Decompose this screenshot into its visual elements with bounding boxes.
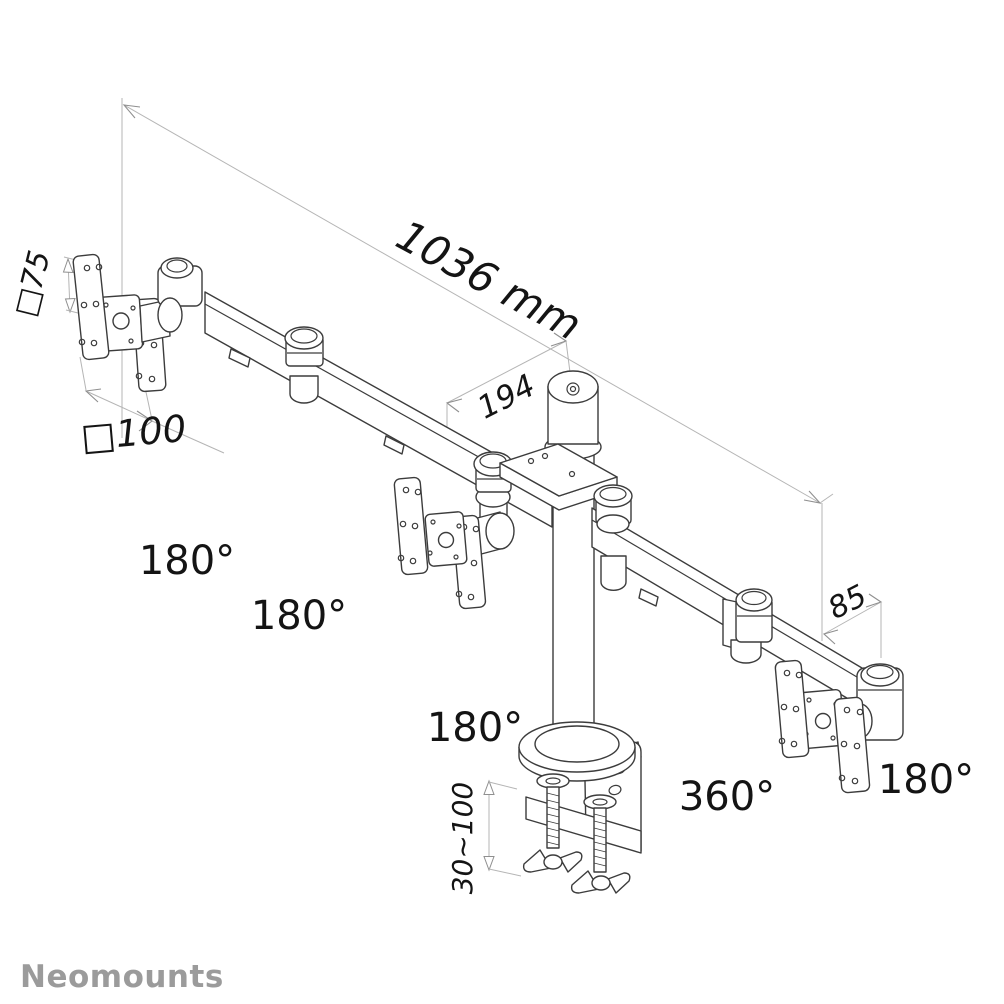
joint-stub <box>289 375 319 404</box>
dimension-line-arm-extension <box>823 601 882 635</box>
rotation-label-right: 180° <box>878 757 974 803</box>
bracket-hole <box>437 531 455 549</box>
cable-clip <box>638 588 659 607</box>
arrowhead <box>483 779 495 795</box>
left-end-joint <box>157 257 203 333</box>
dim-label-pole-offset: 194 <box>472 368 541 427</box>
arrowhead <box>84 388 102 403</box>
arrow-tick <box>819 493 834 504</box>
dimension-line-pole-offset <box>446 340 567 404</box>
vesa-plate <box>774 659 810 759</box>
left-vesa-mount <box>96 294 171 393</box>
screw-threads <box>593 813 607 867</box>
desk-clamp <box>518 721 642 894</box>
dimension-line-total-width <box>123 104 821 504</box>
cable-clip <box>228 348 251 368</box>
joint-ring <box>596 514 630 534</box>
brand-logo: Neomounts <box>20 959 224 995</box>
joint-cap-inner <box>866 664 894 680</box>
vesa-plate <box>72 253 110 361</box>
dim-label-vesa75: □75 <box>8 247 58 320</box>
joint-cap-inner <box>741 590 767 606</box>
wing-knob-hub <box>543 854 563 870</box>
arrowhead <box>483 856 495 872</box>
vesa-holes <box>397 486 422 565</box>
dim-label-vesa100: □100 <box>79 407 188 459</box>
dimension-lines <box>62 98 883 877</box>
swivel-joint-left <box>284 326 324 404</box>
arrowhead <box>822 629 839 645</box>
screw-washer-inner <box>592 798 608 806</box>
vesa-holes <box>838 706 864 785</box>
screw-shaft <box>546 786 560 849</box>
arrowhead <box>64 297 76 314</box>
arrowhead <box>445 398 463 413</box>
vesa-holes <box>778 669 803 748</box>
joint-stub <box>730 639 762 664</box>
wing-knob-hub <box>591 875 611 891</box>
arrowhead <box>62 257 74 274</box>
cable-clip <box>383 435 405 455</box>
extension-ticks <box>488 781 522 877</box>
screw-washer-inner <box>545 777 561 785</box>
joint-cap <box>284 326 324 350</box>
base-disc-inner <box>534 725 620 763</box>
screw-washer <box>536 773 570 789</box>
extension-lines <box>79 356 153 421</box>
wing-knob <box>570 870 600 894</box>
joint-cap-inner <box>599 486 627 502</box>
bracket-hole <box>112 312 130 330</box>
screw-shaft <box>593 807 607 873</box>
wing-knob <box>522 849 552 873</box>
left-vesa-front-plate <box>72 253 110 361</box>
dim-label-total-width: 1036 mm <box>388 211 589 350</box>
pole-cap-hole <box>566 382 580 396</box>
rotation-label-pole: 360° <box>679 774 775 820</box>
joint-cap-inner <box>166 259 188 273</box>
center-pole <box>544 370 602 737</box>
rotation-label-left-outer: 180° <box>139 538 235 584</box>
right-vesa-mount <box>774 659 904 794</box>
ball-joint <box>485 512 515 550</box>
clamp-hole <box>608 784 622 796</box>
arrowhead <box>122 104 141 119</box>
screw-washer <box>583 794 617 810</box>
center-vesa-mount <box>393 476 487 610</box>
wing-knob <box>559 851 583 873</box>
arrowhead <box>136 410 153 432</box>
bracket-holes <box>427 519 462 560</box>
wing-knob <box>607 872 631 894</box>
rotation-label-left-inner: 180° <box>251 593 347 639</box>
joint-cap <box>860 663 900 687</box>
vesa-plate <box>833 696 871 794</box>
joint-cap <box>593 484 633 508</box>
vesa-holes <box>78 263 103 347</box>
joint-stub <box>600 555 627 592</box>
hub-screws <box>527 452 576 478</box>
rotation-label-center: 180° <box>427 705 523 751</box>
bracket-hole <box>814 712 832 730</box>
screw-threads <box>546 792 560 846</box>
dim-label-arm-extension: 85 <box>823 578 873 627</box>
joint-cap <box>160 257 194 279</box>
hub-top-face <box>499 443 618 497</box>
joint-cap-inner <box>290 328 318 344</box>
joint-cap <box>735 588 773 612</box>
vesa-plate <box>393 476 429 576</box>
pivot-cylinder <box>157 297 183 333</box>
dim-label-clamp-range: 30~100 <box>446 782 479 895</box>
pole-cap-hole-inner <box>569 385 577 393</box>
